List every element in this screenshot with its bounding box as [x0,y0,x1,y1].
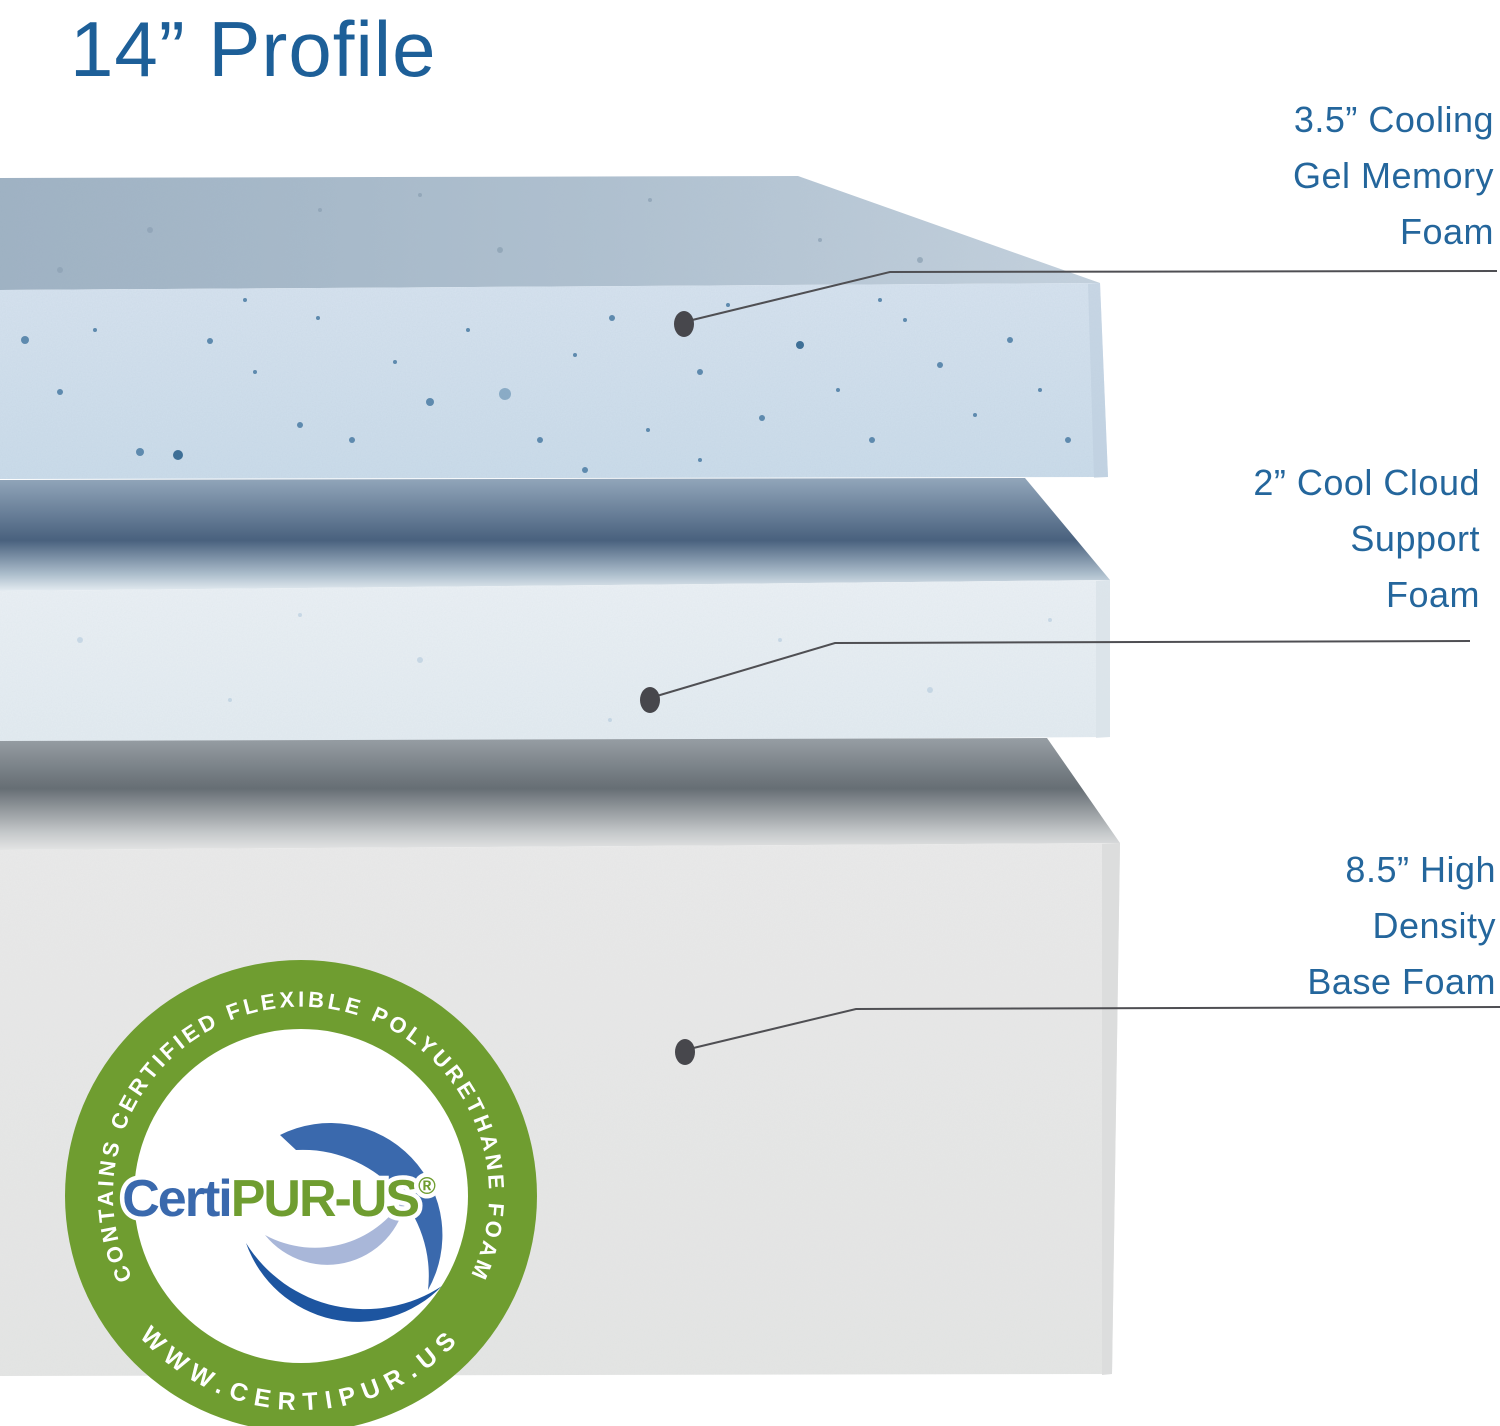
page-title: 14” Profile [70,5,437,93]
layer-memory-foam-slab [0,176,1108,479]
leader-dots [640,311,695,1065]
badge-swoosh [246,1123,443,1322]
swoosh-dark-crescent [246,1243,442,1322]
badge-brand-text: CertiPUR-US® [122,1170,436,1228]
label-line: 8.5” High [1345,849,1496,890]
label-line: 2” Cool Cloud [1253,462,1480,503]
label-line: Gel Memory [1292,155,1494,196]
certipur-us-badge: CONTAINS CERTIFIED FLEXIBLE POLYURETHANE… [65,960,537,1426]
leader-line-base-foam [684,1006,1500,1051]
leader-dot-base-foam [675,1039,695,1065]
leader-dot-support-foam [640,687,660,713]
support-foam-speckles [77,613,1052,722]
label-line: Support [1350,518,1480,559]
swoosh-outer-arc [280,1123,443,1290]
label-line: Foam [1385,574,1480,615]
label-line: Density [1372,905,1496,946]
label-line: Base Foam [1307,961,1496,1002]
label-cool-cloud-support-foam: 2” Cool Cloud Support Foam [1253,455,1480,623]
leader-lines [649,270,1500,1051]
label-line: 3.5” Cooling [1293,99,1494,140]
leader-dot-memory-foam [674,311,694,337]
label-line: Foam [1399,211,1494,252]
label-high-density-base-foam: 8.5” High Density Base Foam [1307,842,1496,1010]
leader-line-memory-foam [683,270,1498,323]
gel-speckles [21,193,1071,473]
leader-line-support-foam [649,640,1471,699]
layer-support-foam-slab [0,478,1110,744]
swoosh-light-crescent [265,1192,407,1265]
label-cooling-gel-memory-foam: 3.5” Cooling Gel Memory Foam [1293,92,1494,260]
